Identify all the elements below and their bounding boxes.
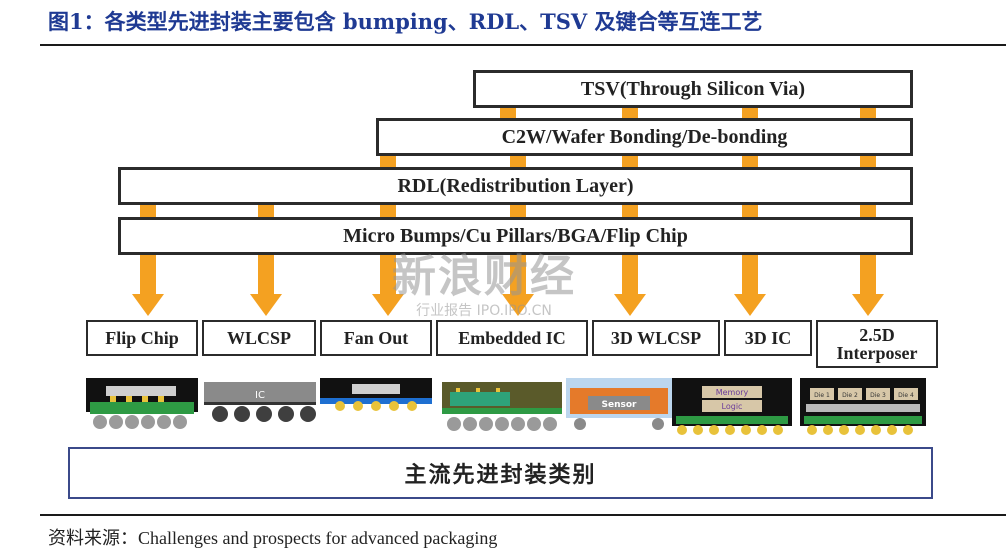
logic-label: Logic [722,402,743,411]
arrow-stem [742,255,758,295]
connector-stem [742,108,758,118]
package-flip-chip-image [86,378,198,429]
connector-stem [380,205,396,217]
watermark: 新浪财经 行业报告 IPO.IPO.CN [392,240,576,320]
connector-stem [860,205,876,217]
watermark-sub: 行业报告 IPO.IPO.CN [416,303,552,319]
connector-stem [622,156,638,167]
layer-c2w: C2W/Wafer Bonding/De-bonding [376,118,913,156]
arrow-stem [622,255,638,295]
sensor-label: Sensor [602,400,638,410]
layer-rdl: RDL(Redistribution Layer) [118,167,913,205]
source-note: 资料来源：Challenges and prospects for advanc… [48,528,498,548]
connector-stem [140,205,156,217]
category-flip-chip: Flip Chip [86,320,198,356]
package-2-5d-image: Die 1 Die 2 Die 3 Die 4 [800,378,926,435]
package-fan-out-image [320,378,432,411]
category-embedded-ic: Embedded IC [436,320,588,356]
die-2-label: Die 2 [842,392,858,399]
watermark-main: 新浪财经 [392,251,576,302]
arrow-stem [380,255,396,295]
package-wlcsp-image: IC [204,382,316,422]
connector-stem [860,108,876,118]
top-divider [40,44,1006,46]
connector-stem [860,156,876,167]
memory-label: Memory [716,388,749,397]
package-3d-ic-image: Memory Logic [672,378,792,435]
down-arrow-icon [502,294,534,316]
down-arrow-icon [372,294,404,316]
arrow-stem [140,255,156,295]
connector-stem [622,205,638,217]
down-arrow-icon [132,294,164,316]
connector-stem [510,205,526,217]
down-arrow-icon [734,294,766,316]
down-arrow-icon [250,294,282,316]
die-4-label: Die 4 [898,392,914,399]
layer-tsv: TSV(Through Silicon Via) [473,70,913,108]
connector-stem [500,108,516,118]
connector-stem [742,205,758,217]
package-3d-wlcsp-image: Sensor [566,378,672,430]
down-arrow-icon [852,294,884,316]
arrow-stem [510,255,526,295]
bottom-divider [40,514,1006,516]
layer-bumps: Micro Bumps/Cu Pillars/BGA/Flip Chip [118,217,913,255]
category-3d-wlcsp: 3D WLCSP [592,320,720,356]
package-embedded-ic-image [442,382,562,431]
down-arrow-icon [614,294,646,316]
connector-stem [380,156,396,167]
arrow-stem [258,255,274,295]
category-3d-ic: 3D IC [724,320,812,356]
arrow-stem [860,255,876,295]
figure-title: 图1：各类型先进封装主要包含 bumping、RDL、TSV 及键合等互连工艺 [48,9,763,34]
mainstream-packaging-label: 主流先进封装类别 [68,447,933,499]
die-3-label: Die 3 [870,392,886,399]
connector-stem [258,205,274,217]
category-2-5d-interposer: 2.5D Interposer [816,320,938,368]
category-fan-out: Fan Out [320,320,432,356]
wlcsp-ic-label: IC [255,390,265,401]
connector-stem [510,156,526,167]
category-wlcsp: WLCSP [202,320,316,356]
die-1-label: Die 1 [814,392,830,399]
connector-stem [742,156,758,167]
connector-stem [622,108,638,118]
